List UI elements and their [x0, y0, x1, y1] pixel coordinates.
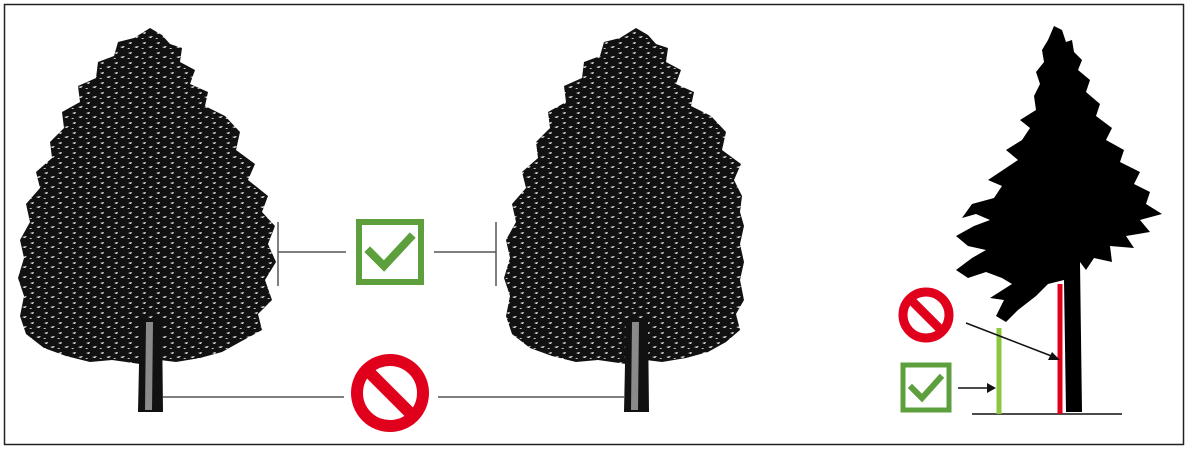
crown-gap-check-icon [359, 222, 421, 282]
left-tree-trunk-shade [145, 322, 153, 410]
check-arrow [958, 383, 996, 393]
right-tree-crown [504, 28, 744, 364]
height-check-icon [903, 365, 949, 410]
left-tree [18, 28, 276, 412]
height-prohibited-icon [903, 292, 949, 338]
prohibited-arrow [966, 323, 1060, 360]
trunk-gap-prohibited-icon [357, 360, 423, 426]
right-tree-trunk-shade [631, 322, 639, 410]
right-tree [504, 28, 744, 412]
left-tree-crown [18, 28, 276, 364]
